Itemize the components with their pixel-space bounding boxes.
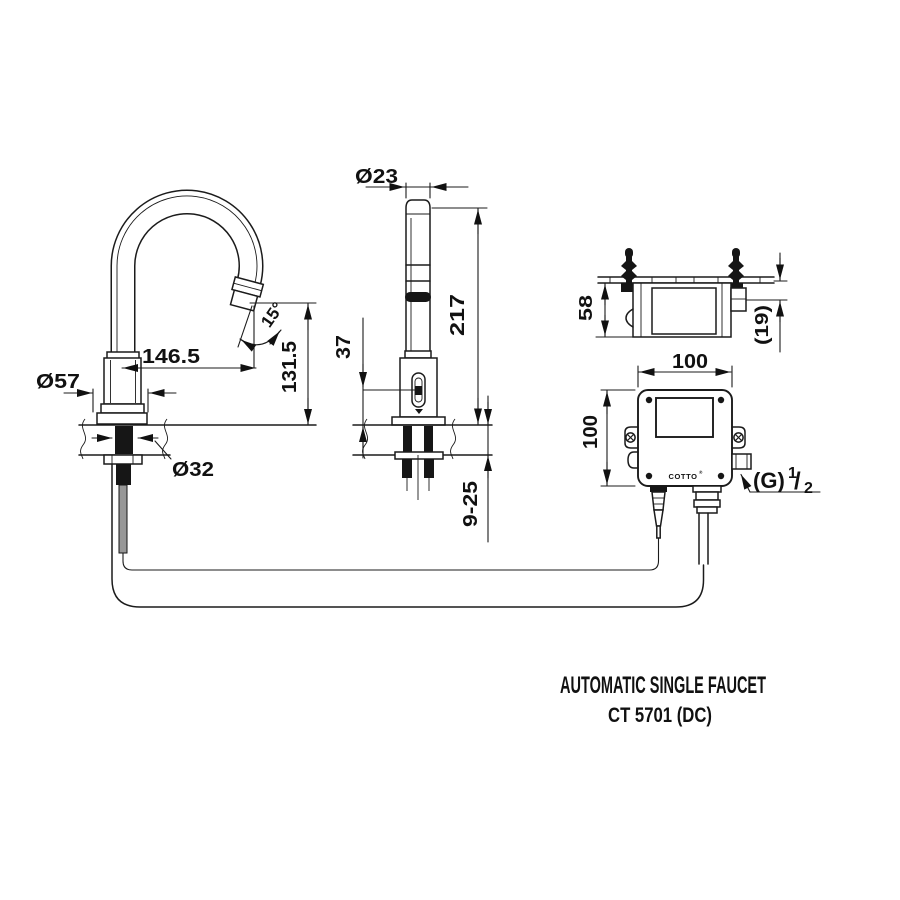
locknut bbox=[103, 454, 143, 465]
sensor-led bbox=[415, 409, 423, 414]
sensor-eye bbox=[415, 386, 422, 395]
thread-spec-numerator: 1 bbox=[788, 465, 797, 482]
faucet-side-dimensions: Ø57 146.5 131.5 15° Ø32 bbox=[36, 299, 317, 481]
column-ring bbox=[405, 292, 431, 302]
sensor-cable bbox=[118, 484, 128, 554]
dim-box-offset: (19) bbox=[752, 305, 772, 345]
faucet-column bbox=[405, 199, 431, 359]
inlet-fitting bbox=[731, 453, 752, 470]
threaded-shank bbox=[115, 426, 133, 454]
dim-deck-thickness: 9-25 bbox=[460, 481, 482, 527]
title-block: AUTOMATIC SINGLE FAUCET CT 5701 (DC) bbox=[560, 672, 766, 727]
dim-base-diameter: Ø57 bbox=[36, 371, 80, 393]
faucet-side-view bbox=[78, 189, 705, 608]
front-neck-collar bbox=[404, 350, 432, 359]
dim-box-depth: 58 bbox=[576, 295, 596, 321]
base-flange-upper bbox=[100, 403, 145, 414]
dim-box-width: 100 bbox=[672, 351, 708, 373]
faucet-front-view bbox=[352, 199, 493, 500]
mounting-stud-left bbox=[402, 459, 412, 478]
anchor-screw-right bbox=[728, 248, 744, 291]
cable-connector bbox=[650, 486, 667, 539]
dim-top-diameter: Ø23 bbox=[355, 166, 398, 188]
shank-lower bbox=[116, 464, 131, 485]
thread-spec-g: (G) bbox=[753, 468, 785, 493]
box-side-inner bbox=[651, 287, 717, 335]
spout-tube-fill bbox=[112, 190, 262, 358]
aerator bbox=[229, 275, 265, 312]
product-model: CT 5701 (DC) bbox=[608, 704, 712, 727]
anchor-screw-left bbox=[621, 248, 637, 292]
control-box-front-view: 100 COTTO ® 100 bbox=[580, 351, 821, 565]
box-side-bump bbox=[625, 308, 634, 328]
dim-sensor-height: 37 bbox=[333, 335, 355, 359]
base-flange-lower bbox=[96, 412, 148, 425]
dim-spout-height: 131.5 bbox=[279, 341, 301, 393]
supply-hose bbox=[111, 463, 705, 608]
front-washer bbox=[394, 451, 444, 460]
dim-hole-diameter: Ø32 bbox=[172, 459, 214, 481]
dim-box-height: 100 bbox=[580, 415, 602, 449]
mounting-ear-left bbox=[624, 426, 639, 449]
thread-spec-slash: / bbox=[794, 468, 801, 495]
hose-fitting bbox=[692, 485, 722, 565]
dim-total-height: 217 bbox=[447, 294, 469, 336]
spout-highlight-line bbox=[116, 195, 258, 358]
box-front-bump bbox=[627, 451, 639, 469]
brand-logo: COTTO bbox=[668, 472, 697, 481]
front-flange bbox=[391, 416, 446, 426]
product-title: AUTOMATIC SINGLE FAUCET bbox=[560, 672, 766, 699]
control-box-side-view: 58 (19) bbox=[576, 248, 788, 353]
dim-spout-reach: 146.5 bbox=[142, 346, 200, 368]
sensor-cable-run bbox=[122, 537, 660, 571]
thread-spec-denominator: 2 bbox=[804, 480, 813, 497]
faucet-front-dimensions: Ø23 217 37 9-25 bbox=[333, 166, 492, 543]
box-front-window bbox=[655, 397, 714, 438]
brand-registered-mark: ® bbox=[699, 469, 703, 475]
mounting-stud-right bbox=[424, 459, 434, 478]
box-side-fitting bbox=[730, 287, 747, 312]
mounting-ear-right bbox=[731, 426, 746, 449]
mounting-plate-ticks bbox=[609, 277, 761, 283]
